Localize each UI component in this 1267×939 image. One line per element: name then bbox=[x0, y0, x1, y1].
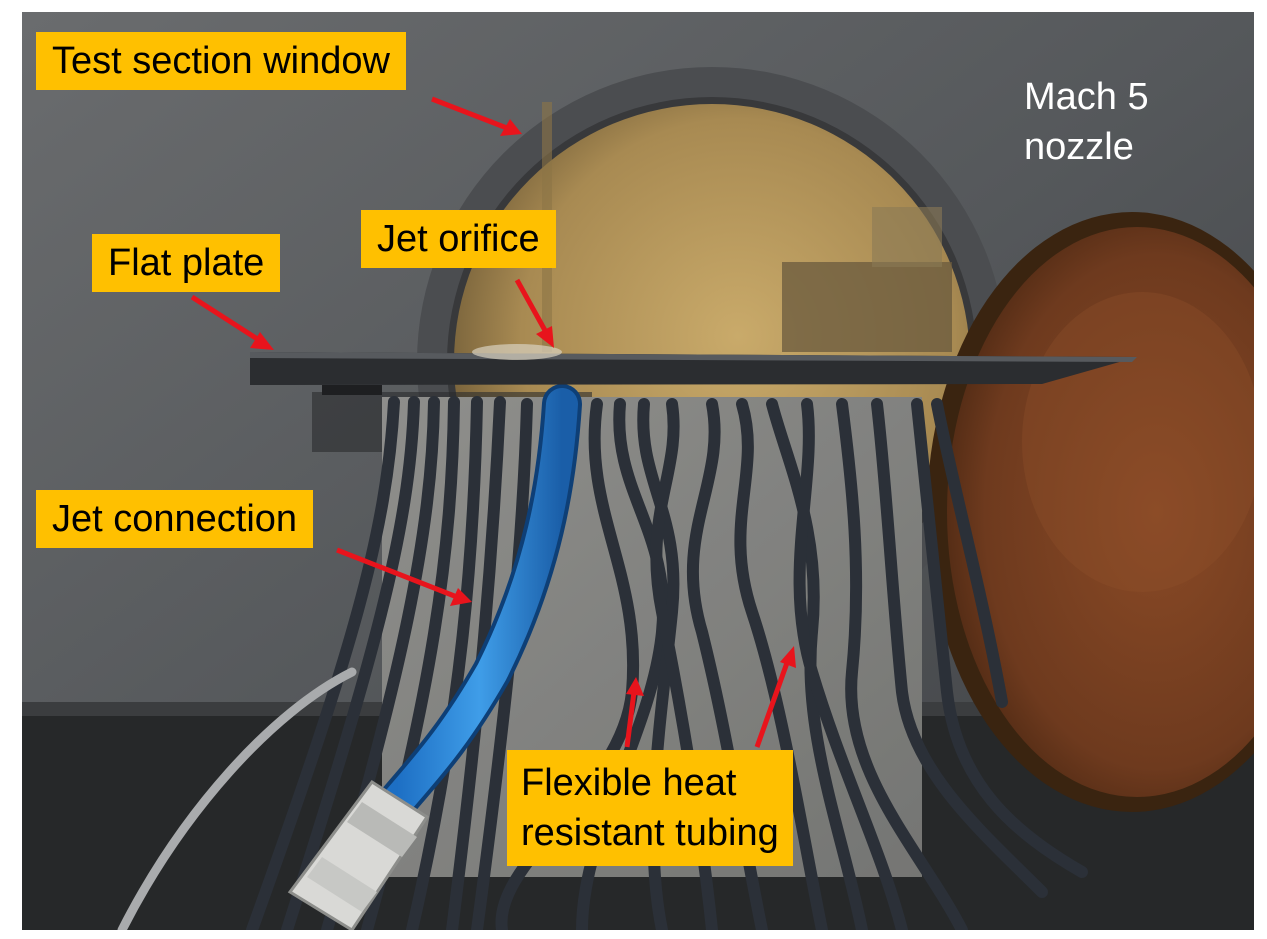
flat-plate bbox=[250, 352, 1137, 395]
callout-test-section-window: Test section window bbox=[36, 32, 406, 90]
label-mach-5-nozzle: Mach 5 nozzle bbox=[1024, 76, 1149, 168]
nozzle-highlight bbox=[1022, 292, 1254, 592]
callout-jet-connection: Jet connection bbox=[36, 490, 314, 548]
arrow-jet-connection bbox=[336, 547, 458, 600]
wind-tunnel-photo: Test section window Mach 5 nozzle Flat p… bbox=[22, 12, 1254, 930]
grey-cable bbox=[117, 667, 357, 930]
window-background-cabinet bbox=[782, 262, 952, 352]
arrow-tubing-left bbox=[624, 691, 637, 748]
jet-orifice-highlight bbox=[472, 344, 562, 360]
arrow-flat-plate bbox=[190, 294, 264, 345]
arrow-tubing-right bbox=[754, 659, 791, 748]
arrow-tubing-left-head bbox=[626, 677, 644, 696]
window-background-grill bbox=[872, 207, 942, 267]
jet-fitting bbox=[287, 779, 430, 930]
arrow-flat-plate-head bbox=[250, 332, 274, 350]
callout-flat-plate: Flat plate bbox=[92, 234, 281, 292]
callout-arrows bbox=[190, 96, 796, 748]
arrow-window bbox=[431, 96, 513, 133]
callout-jet-orifice: Jet orifice bbox=[361, 210, 556, 268]
callout-flexible-tubing: Flexible heat resistant tubing bbox=[507, 750, 793, 866]
arrow-jet-orifice-head bbox=[536, 326, 554, 348]
arrow-jet-orifice bbox=[514, 278, 550, 336]
jet-connection-hose bbox=[381, 388, 578, 818]
arrow-window-head bbox=[500, 119, 522, 136]
arrow-jet-connection-head bbox=[450, 588, 472, 606]
arrow-tubing-right-head bbox=[780, 646, 796, 668]
